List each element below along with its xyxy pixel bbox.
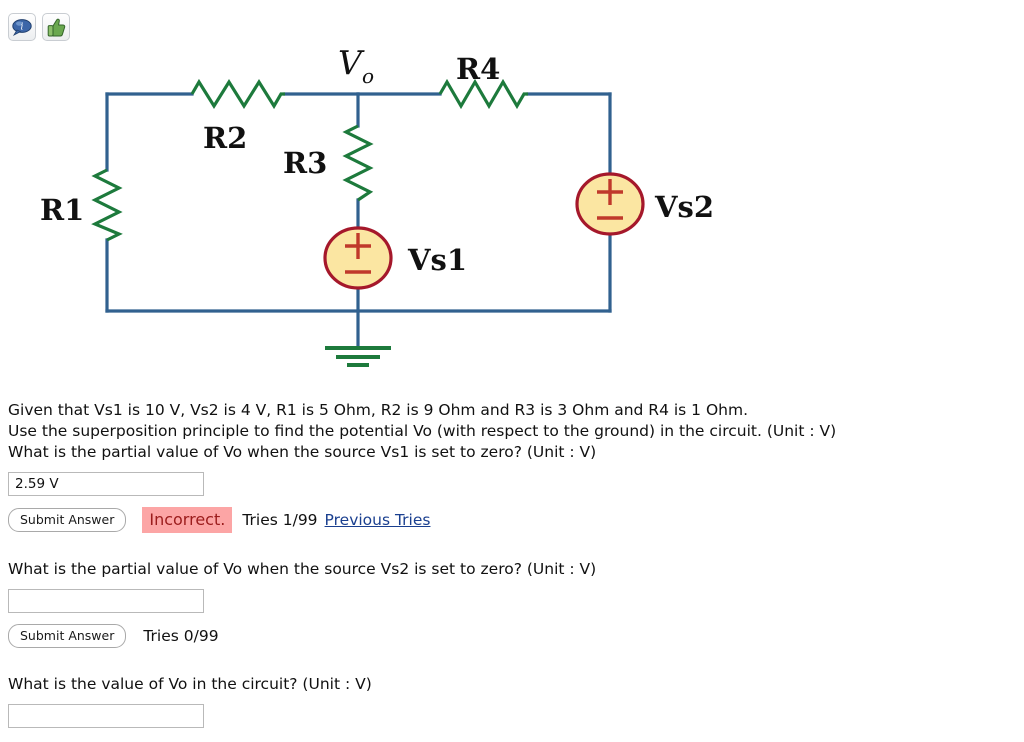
vs2-polarity-icon [597, 179, 623, 220]
discussion-bubble-icon-button[interactable]: i [8, 13, 36, 41]
vs1-polarity-icon [345, 233, 371, 274]
thumbs-up-icon [47, 18, 66, 37]
circuit-wires [105, 92, 612, 350]
label-vs2: Vs2 [654, 190, 714, 224]
part1-question: What is the partial value of Vo when the… [8, 443, 597, 461]
label-r4: R4 [456, 52, 500, 86]
resistor-r3-symbol [342, 124, 374, 202]
node-label-vo-subscript: o [362, 64, 374, 88]
part1-status-badge: Incorrect. [142, 507, 233, 533]
instruction-line: Use the superposition principle to find … [8, 422, 837, 440]
resistor-r1-symbol [91, 168, 123, 242]
part2-submit-button[interactable]: Submit Answer [8, 624, 127, 648]
label-r3: R3 [283, 146, 327, 180]
label-vs1: Vs1 [407, 243, 467, 277]
discussion-bubble-icon: i [12, 19, 32, 37]
circuit-labels: R1 R2 R3 R4 Vs1 Vs2 [40, 52, 714, 277]
part1-previous-tries-link[interactable]: Previous Tries [324, 510, 431, 529]
part1-answer-input[interactable] [8, 472, 204, 496]
part2-question: What is the partial value of Vo when the… [8, 560, 597, 578]
part1-tries-count: Tries 1/99 [242, 510, 318, 529]
label-r1: R1 [40, 193, 84, 227]
thumbs-up-icon-button[interactable] [42, 13, 70, 41]
part1-submit-button[interactable]: Submit Answer [8, 508, 127, 532]
toolbar: i [8, 13, 70, 41]
part2-answer-input[interactable] [8, 589, 204, 613]
circuit-svg: R1 R2 R3 R4 Vs1 Vs2 V o [40, 43, 714, 367]
node-label-vo-symbol: V [338, 43, 365, 82]
label-r2: R2 [203, 121, 247, 155]
part2-tries-count: Tries 0/99 [143, 626, 219, 645]
voltage-source-vs2 [575, 172, 645, 236]
ground-symbol [325, 346, 391, 367]
voltage-source-vs1 [323, 226, 393, 290]
node-label-vo: V o [338, 43, 374, 88]
svg-text:i: i [21, 23, 24, 33]
given-line: Given that Vs1 is 10 V, Vs2 is 4 V, R1 i… [8, 401, 749, 419]
resistor-r4-symbol [438, 78, 528, 110]
problem-content: Given that Vs1 is 10 V, Vs2 is 4 V, R1 i… [8, 400, 1018, 728]
circuit-resistors [91, 78, 528, 242]
part1-submit-row: Submit Answer Incorrect. Tries 1/99 Prev… [8, 507, 1018, 533]
resistor-r2-symbol [190, 78, 285, 110]
part3-question: What is the value of Vo in the circuit? … [8, 675, 372, 693]
circuit-diagram: R1 R2 R3 R4 Vs1 Vs2 V o [0, 40, 760, 385]
part2-submit-row: Submit Answer Tries 0/99 [8, 624, 1018, 648]
part3-answer-input[interactable] [8, 704, 204, 728]
